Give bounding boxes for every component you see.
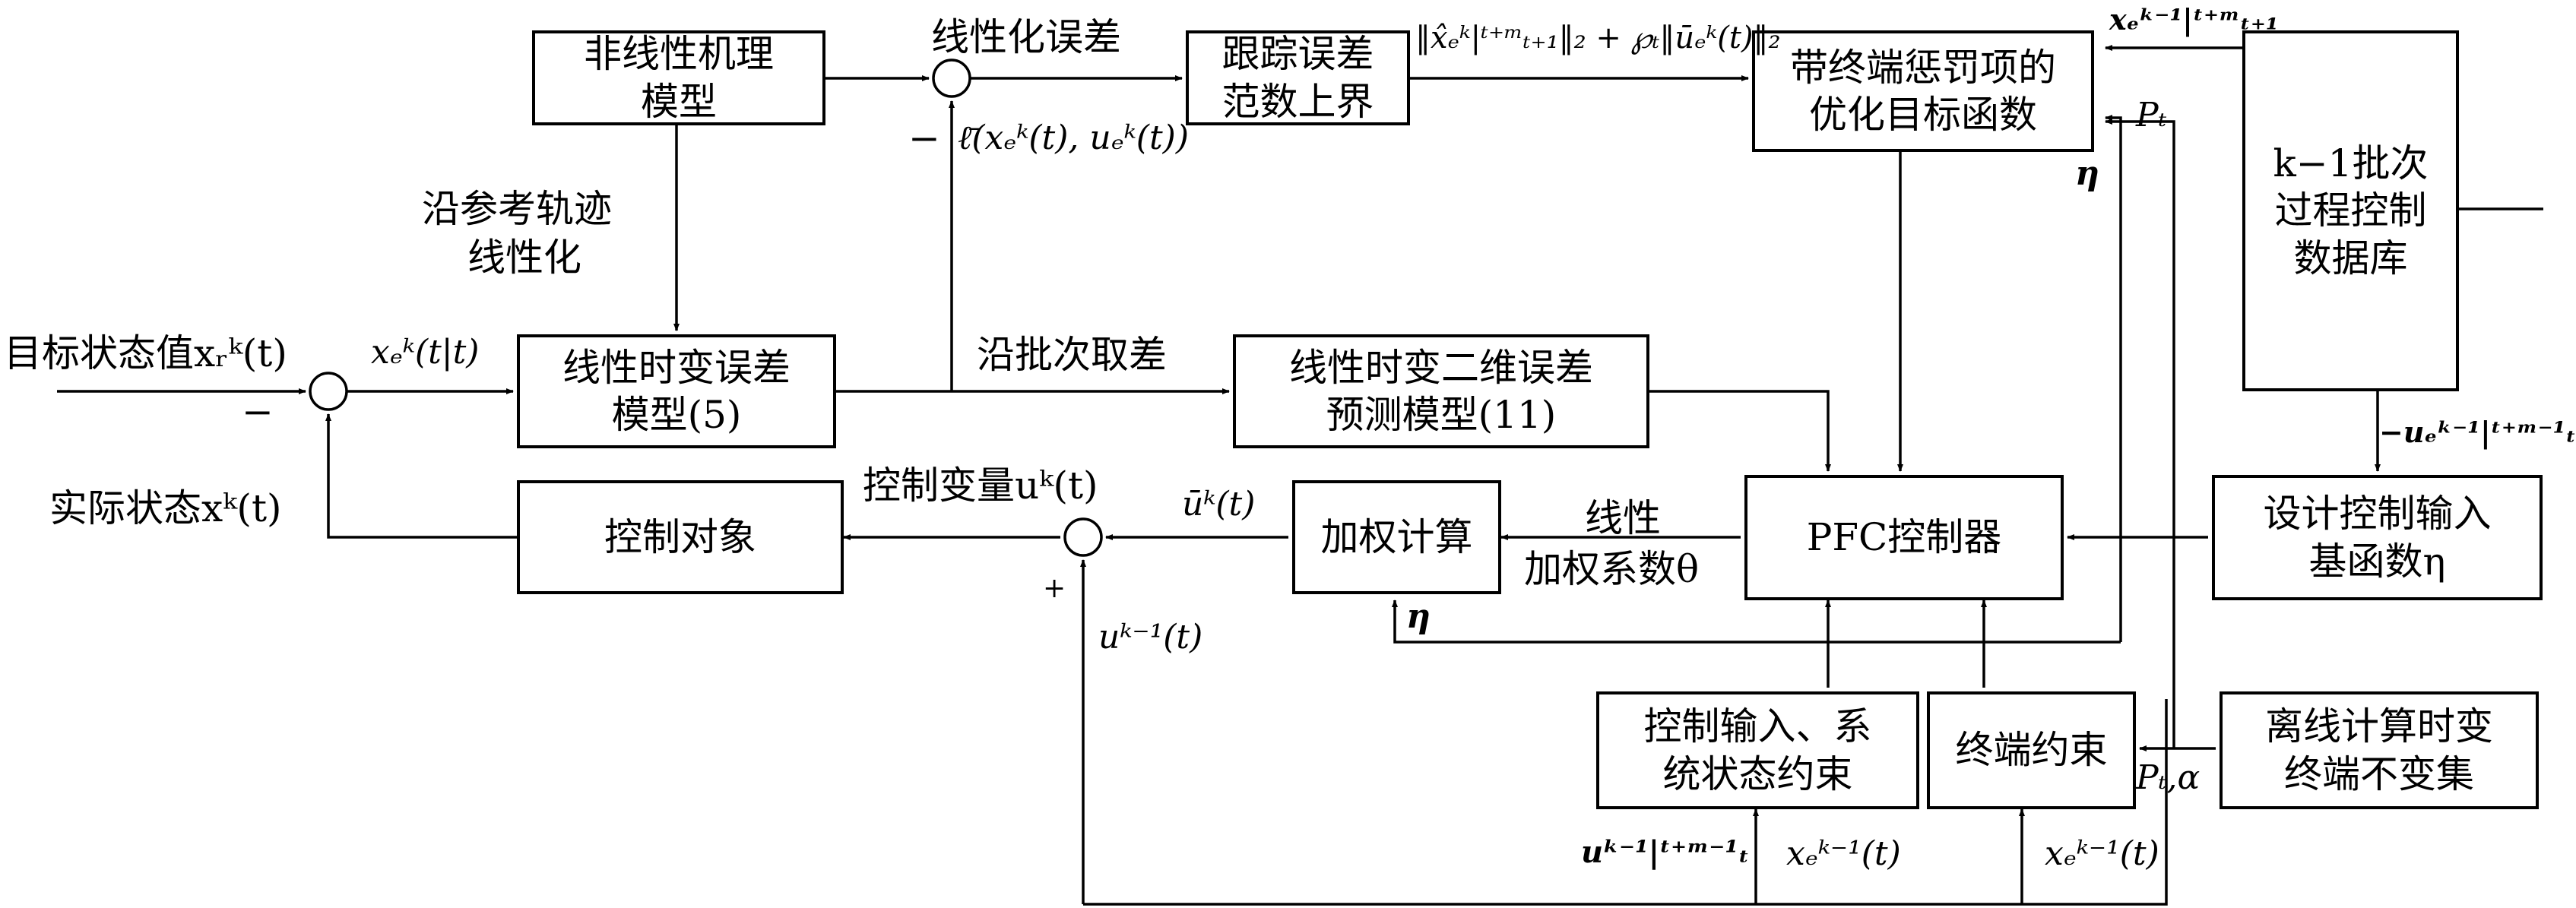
tracking-error-bound-block: 跟踪误差 范数上界 [1186,30,1410,125]
pfc-controller-label: PFC控制器 [1806,515,2002,560]
database-line1: k−1批次 [2273,141,2429,185]
summing-junction-control [1063,517,1103,557]
ell-expression: ℓ̄(xₑᵏ(t), uₑᵏ(t)) [958,119,1189,157]
x-e-prev-label-2: xₑᵏ⁻¹(t) [2045,834,2159,873]
pt-alpha-label: Pₜ,α [2136,758,2201,797]
batch-database-block: k−1批次 过程控制 数据库 [2242,30,2459,391]
basis-function-design-block: 设计控制输入 基函数η [2212,475,2543,600]
ubar-label: ūᵏ(t) [1182,485,1256,524]
along-batch-label: 沿批次取差 [977,333,1167,377]
pfc-controller-block: PFC控制器 [1744,475,2064,600]
minus-sign-left: − [242,390,274,434]
u-prev-label: uᵏ⁻¹(t) [1098,618,1203,656]
minus-sign-top: − [908,116,940,160]
summing-junction-linearization [932,59,971,98]
xe-label: xₑᵏ(t|t) [371,333,480,372]
pt-label: Pₜ [2136,96,2167,134]
along-reference-line1: 沿参考轨迹 [422,187,612,231]
eta-label-right: η [2075,154,2099,193]
nonlinear-model-line1: 非线性机理 [584,32,774,76]
objective-line1: 带终端惩罚项的 [1790,45,2056,90]
u-e-prev-bottom-label: uᵏ⁻¹|ᵗ⁺ᵐ⁻¹ₜ [1581,834,1750,870]
objective-function-block: 带终端惩罚项的 优化目标函数 [1752,30,2094,152]
plant-block: 控制对象 [517,480,844,594]
objective-line2: 优化目标函数 [1809,93,2037,137]
norm-expression: ‖x̂ₑᵏ|ᵗ⁺ᵐₜ₊₁‖₂ + ℘ₜ‖ūₑᵏ(t)‖₂ [1415,21,1781,55]
terminal-constraint-block: 终端约束 [1927,691,2136,809]
linear-weight-line1: 线性 [1585,496,1661,540]
ltv-2d-model-line1: 线性时变二维误差 [1289,345,1593,390]
io-constraints-line1: 控制输入、系 [1643,704,1872,748]
offline-set-line2: 终端不变集 [2284,751,2474,796]
ltv-2d-model-line2: 预测模型(11) [1326,393,1557,437]
tracking-bound-line1: 跟踪误差 [1221,32,1374,76]
basis-design-line2: 基函数η [2308,539,2446,584]
plus-sign: + [1043,573,1066,604]
along-reference-line2: 线性化 [467,236,581,280]
summing-junction-input [309,372,348,411]
target-state-label: 目标状态值xᵣᵏ(t) [4,331,287,375]
terminal-constraint-label: 终端约束 [1955,728,2108,773]
offline-set-line1: 离线计算时变 [2265,704,2493,748]
tracking-bound-line2: 范数上界 [1221,79,1374,124]
weighted-calculation-block: 加权计算 [1292,480,1501,594]
x-prev-batch-label: xₑᵏ⁻¹|ᵗ⁺ᵐₜ₊₁ [2109,2,2279,36]
linearization-error-label: 线性化误差 [931,15,1121,59]
ltv-error-model-block: 线性时变误差 模型(5) [517,334,836,448]
database-line2: 过程控制 [2274,188,2427,233]
io-constraints-line2: 统状态约束 [1662,751,1853,796]
weighted-calc-label: 加权计算 [1320,514,1473,559]
linear-weight-line2: 加权系数θ [1524,547,1700,591]
u-e-prev-right-label: −uₑᵏ⁻¹|ᵗ⁺ᵐ⁻¹ₜ [2379,415,2576,449]
plant-label: 控制对象 [604,514,756,559]
ltv-error-model-line2: 模型(5) [611,393,742,437]
database-line3: 数据库 [2293,236,2408,280]
actual-state-label: 实际状态xᵏ(t) [49,486,282,530]
io-state-constraints-block: 控制输入、系 统状态约束 [1596,691,1919,809]
x-e-prev-label-1: xₑᵏ⁻¹(t) [1786,834,1901,873]
offline-invariant-set-block: 离线计算时变 终端不变集 [2220,691,2539,809]
control-variable-label: 控制变量uᵏ(t) [863,463,1098,508]
nonlinear-model-line2: 模型 [641,79,717,124]
ltv-error-model-line1: 线性时变误差 [562,345,791,390]
eta-label-bottom: η [1406,597,1431,636]
nonlinear-model-block: 非线性机理 模型 [532,30,825,125]
basis-design-line1: 设计控制输入 [2263,492,2492,536]
ltv-2d-prediction-model-block: 线性时变二维误差 预测模型(11) [1233,334,1649,448]
